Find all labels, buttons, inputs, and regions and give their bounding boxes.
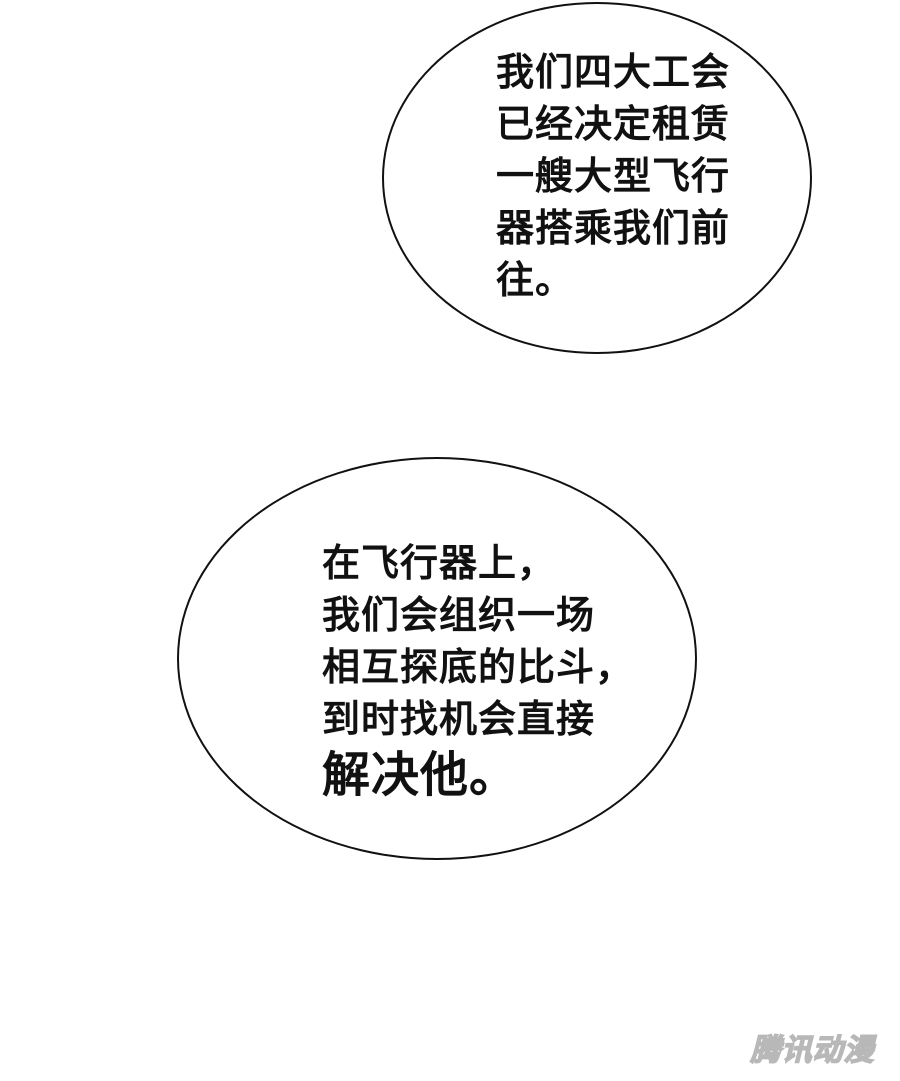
bubble-bottom-line-1: 在飞行器上， <box>322 541 557 585</box>
speech-bubble-top-text: 我们四大工会 已经决定租赁 一艘大型飞行 器搭乘我们前 往。 <box>496 46 730 306</box>
bubble-top-line-1: 我们四大工会 <box>496 50 731 94</box>
bubble-bottom-line-5: 解决他。 <box>322 747 519 803</box>
bubble-top-line-3: 一艘大型飞行 <box>496 154 731 198</box>
bubble-top-line-4: 器搭乘我们前 <box>496 206 731 250</box>
bubble-top-line-5: 往。 <box>496 258 575 302</box>
bubble-top-line-2: 已经决定租赁 <box>496 102 731 146</box>
speech-bubble-bottom-text: 在飞行器上， 我们会组织一场 相互探底的比斗， 到时找机会直接 解决他。 <box>322 537 634 805</box>
bubble-bottom-line-2: 我们会组织一场 <box>322 593 596 637</box>
bubble-bottom-line-3: 相互探底的比斗， <box>322 645 635 689</box>
bubble-bottom-line-4: 到时找机会直接 <box>322 697 596 741</box>
speech-bubble-top <box>382 2 812 354</box>
watermark-logo: 腾讯动漫 <box>750 1032 875 1069</box>
speech-bubble-bottom <box>177 457 697 860</box>
